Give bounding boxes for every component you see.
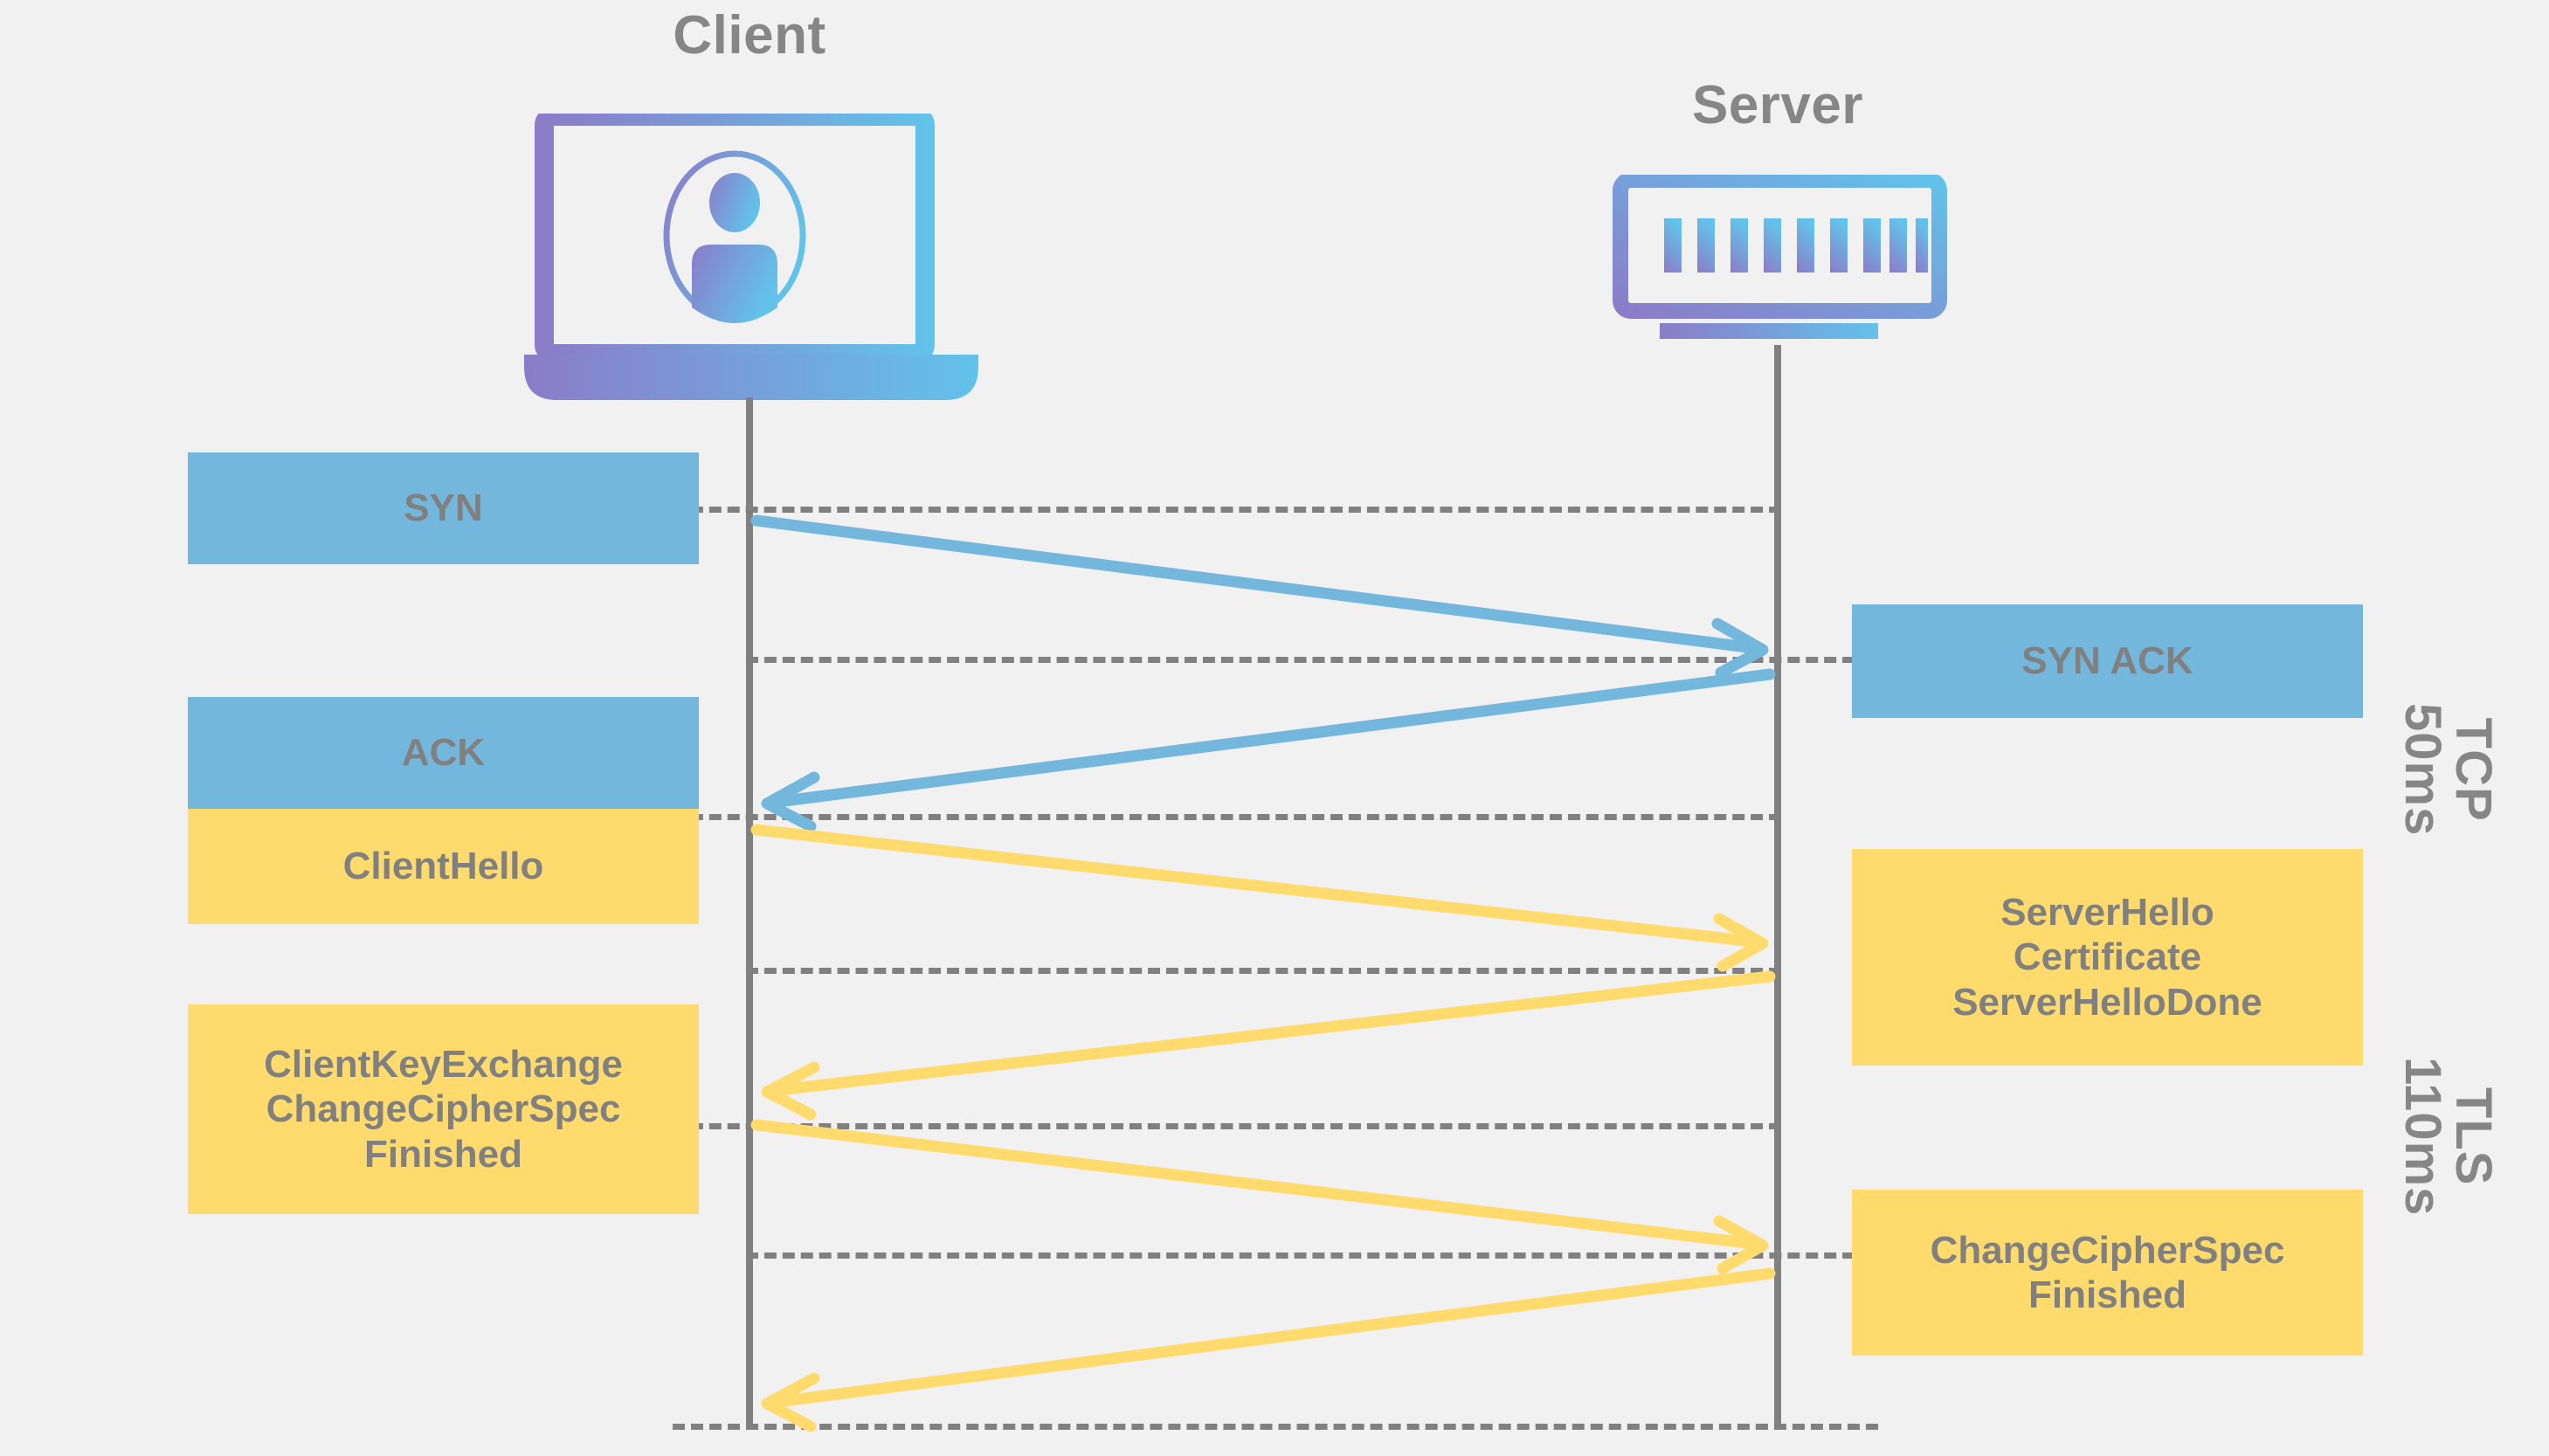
arrow-syn bbox=[750, 514, 1769, 679]
message-box-server-hello: ServerHello Certificate ServerHelloDone bbox=[1852, 849, 2363, 1066]
client-lifeline bbox=[746, 397, 753, 1428]
server-lifeline bbox=[1774, 345, 1781, 1428]
message-label-server-hello: ServerHello Certificate ServerHelloDone bbox=[1952, 891, 2262, 1024]
arrow-change-cipher-spec bbox=[761, 1267, 1776, 1432]
separator-5 bbox=[673, 1123, 1781, 1129]
message-label-client-hello: ClientHello bbox=[342, 845, 544, 888]
message-label-syn-ack: SYN ACK bbox=[2021, 639, 2193, 683]
arrow-client-hello bbox=[750, 824, 1769, 972]
separator-1 bbox=[673, 507, 1781, 513]
client-title: Client bbox=[673, 5, 826, 66]
separator-7 bbox=[673, 1424, 1878, 1430]
laptop-user-icon bbox=[524, 114, 978, 400]
server-rack-icon bbox=[1613, 175, 1947, 339]
message-box-client-hello: ClientHello bbox=[188, 809, 699, 924]
arrow-server-hello bbox=[761, 970, 1776, 1121]
message-label-change-cipher-spec: ChangeCipherSpec Finished bbox=[1930, 1228, 2285, 1316]
message-box-ack: ACK bbox=[188, 697, 699, 809]
message-box-client-key-exchange: ClientKeyExchange ChangeCipherSpec Finis… bbox=[188, 1004, 699, 1214]
message-box-change-cipher-spec: ChangeCipherSpec Finished bbox=[1852, 1190, 2363, 1356]
message-label-ack: ACK bbox=[401, 731, 486, 775]
arrow-client-key-exchange bbox=[750, 1119, 1769, 1274]
message-box-syn: SYN bbox=[188, 452, 699, 564]
separator-6 bbox=[746, 1252, 1873, 1259]
message-label-client-key-exchange: ClientKeyExchange ChangeCipherSpec Finis… bbox=[264, 1043, 623, 1176]
phase-label-tls: TLS 110ms bbox=[2394, 1057, 2502, 1217]
separator-3 bbox=[673, 814, 1781, 820]
separator-4 bbox=[746, 968, 1781, 974]
message-box-syn-ack: SYN ACK bbox=[1852, 604, 2363, 718]
phase-label-tcp: TCP 50ms bbox=[2394, 703, 2502, 837]
arrow-syn-ack bbox=[761, 668, 1776, 832]
separator-2 bbox=[746, 657, 1873, 663]
server-title: Server bbox=[1691, 75, 1864, 135]
message-label-syn: SYN bbox=[404, 486, 483, 530]
